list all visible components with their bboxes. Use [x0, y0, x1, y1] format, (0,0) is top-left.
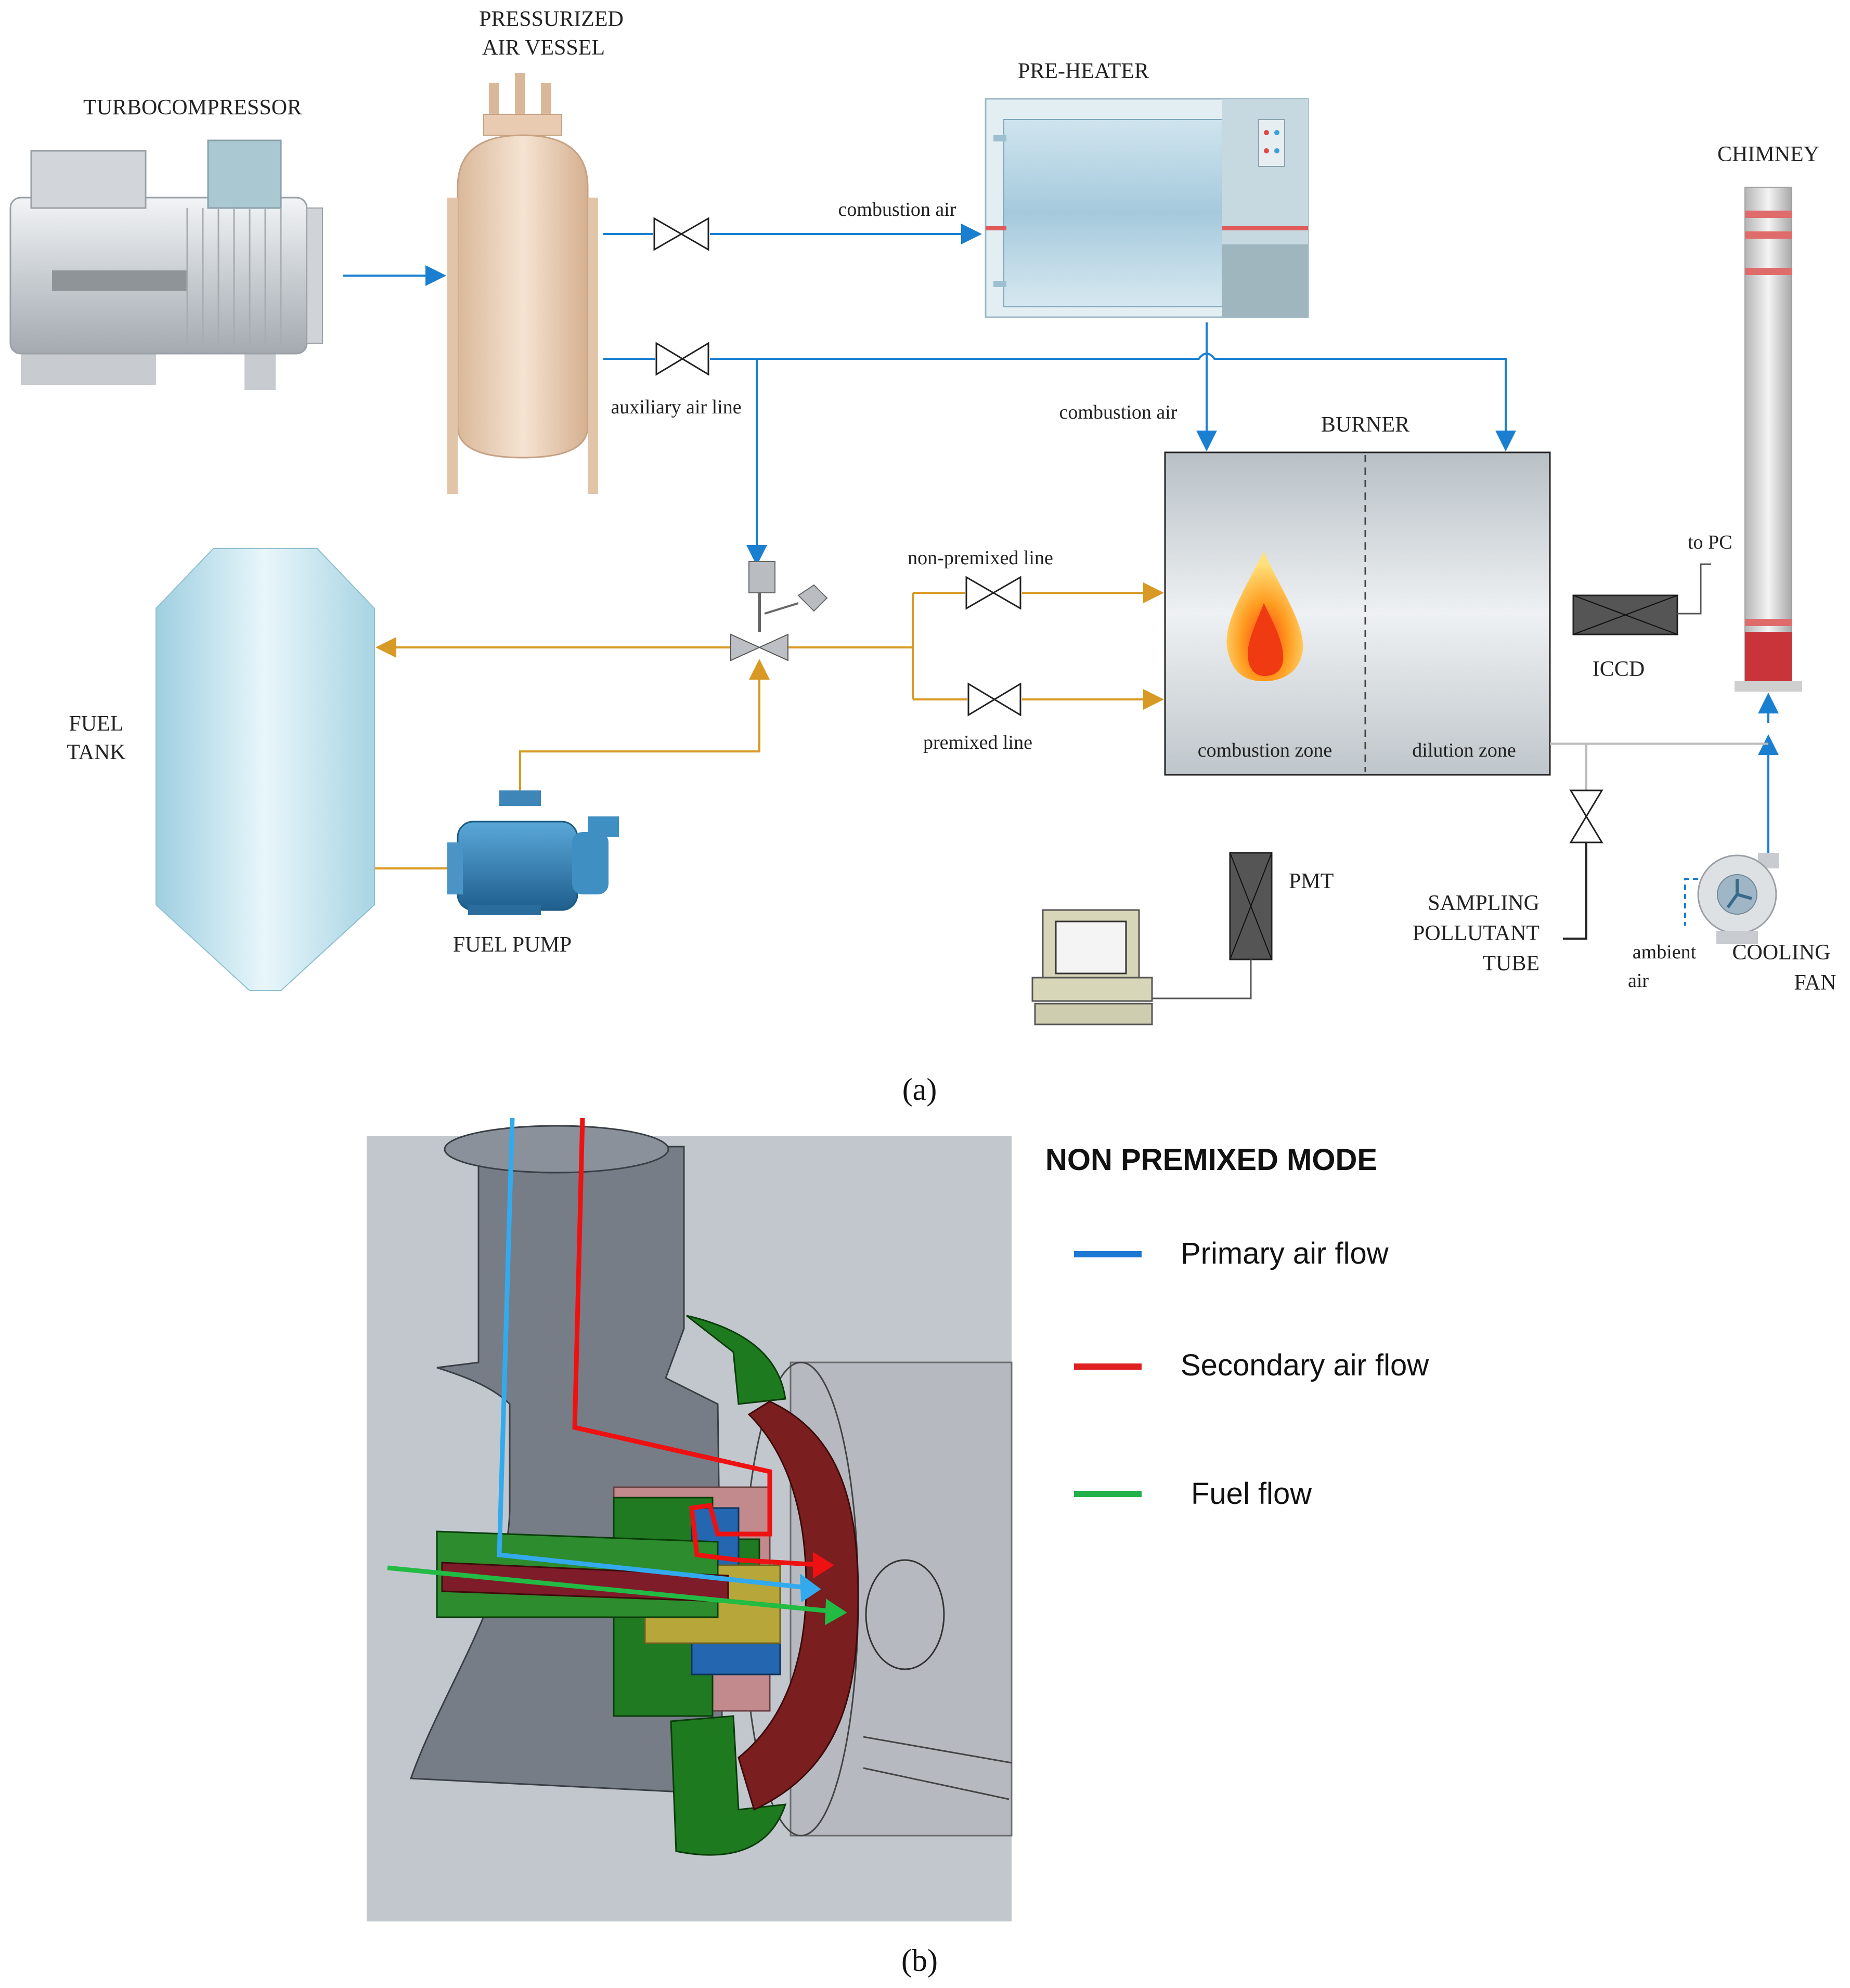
pressurized-air-vessel-icon	[447, 73, 598, 494]
pressurized-label-line2: AIR VESSEL	[482, 36, 605, 60]
chimney-icon	[1735, 187, 1802, 692]
valve-combustion-air	[653, 217, 709, 251]
caption-a: (a)	[902, 1072, 937, 1107]
ambient-air-label-line2: air	[1628, 970, 1649, 992]
exhaust-lines	[1550, 743, 1768, 790]
iccd-label: ICCD	[1593, 657, 1645, 681]
pressurized-label-line1: PRESSURIZED	[479, 7, 624, 31]
flame-icon	[1226, 551, 1303, 681]
panel-b: NON PREMIXED MODE Primary air flow Secon…	[367, 1118, 1429, 1978]
caption-b: (b)	[901, 1943, 938, 1978]
sampling-tube-line	[1563, 842, 1587, 940]
burner-label: BURNER	[1321, 413, 1409, 437]
legend: NON PREMIXED MODE Primary air flow Secon…	[1045, 1143, 1429, 1511]
preheater-label: PRE-HEATER	[1018, 59, 1149, 83]
burner-icon	[1164, 451, 1551, 776]
combustion-air-label-right: combustion air	[1059, 401, 1178, 423]
fuel-tank-label-line1: FUEL	[69, 712, 124, 736]
iccd-icon	[1572, 563, 1711, 635]
chimney-label: CHIMNEY	[1717, 142, 1819, 166]
valve-auxiliary-air	[655, 342, 709, 376]
preheater-icon	[985, 98, 1309, 318]
to-pc-label: to PC	[1688, 531, 1732, 553]
flow-arrows	[387, 1118, 847, 1626]
fuel-pump-label: FUEL PUMP	[453, 933, 572, 957]
fuel-tank-icon	[156, 548, 375, 991]
combustion-zone-label: combustion zone	[1198, 739, 1332, 761]
fuel-tank-label-line2: TANK	[67, 740, 125, 764]
sampling-label-line3: TUBE	[1482, 952, 1539, 976]
combustion-air-label-top: combustion air	[838, 199, 956, 220]
premixed-line-label: premixed line	[923, 732, 1032, 753]
valve-premixed	[967, 682, 1021, 717]
computer-icon	[1031, 909, 1153, 1025]
fuel-flow-arrow	[387, 1565, 840, 1615]
pmt-label: PMT	[1289, 869, 1334, 893]
auxiliary-air-line-label: auxiliary air line	[611, 396, 741, 418]
ambient-air-label-line1: ambient	[1633, 941, 1697, 963]
pmt-icon	[1144, 852, 1273, 999]
legend-label-secondary: Secondary air flow	[1181, 1348, 1429, 1382]
secondary-air-flow-arrow	[572, 1118, 827, 1568]
three-way-valve-icon	[730, 561, 828, 661]
turbocompressor-icon	[9, 139, 323, 390]
sampling-label-line2: POLLUTANT	[1413, 921, 1539, 945]
legend-label-primary: Primary air flow	[1181, 1237, 1389, 1270]
primary-air-flow-arrow	[497, 1118, 817, 1591]
turbocompressor-label: TURBOCOMPRESSOR	[83, 96, 302, 120]
panel-a: TURBOCOMPRESSOR PRESSURIZED AIR VESSEL	[9, 7, 1836, 1107]
cooling-fan-icon	[1697, 853, 1779, 944]
burner-cad-model	[409, 1125, 1013, 1856]
air-lines	[343, 224, 1779, 853]
sampling-valve	[1569, 789, 1603, 843]
sampling-label-line1: SAMPLING	[1428, 891, 1539, 915]
valve-non-premixed	[965, 576, 1021, 610]
fuel-pump-icon	[447, 790, 619, 915]
cooling-fan-label-line2: FAN	[1794, 971, 1836, 995]
dilution-zone-label: dilution zone	[1412, 739, 1516, 761]
ambient-air-line	[1684, 878, 1698, 926]
legend-title: NON PREMIXED MODE	[1045, 1143, 1377, 1177]
cooling-fan-label-line1: COOLING	[1732, 941, 1831, 965]
legend-label-fuel: Fuel flow	[1191, 1477, 1312, 1511]
non-premixed-line-label: non-premixed line	[908, 547, 1053, 569]
fuel-lines	[374, 582, 1164, 869]
